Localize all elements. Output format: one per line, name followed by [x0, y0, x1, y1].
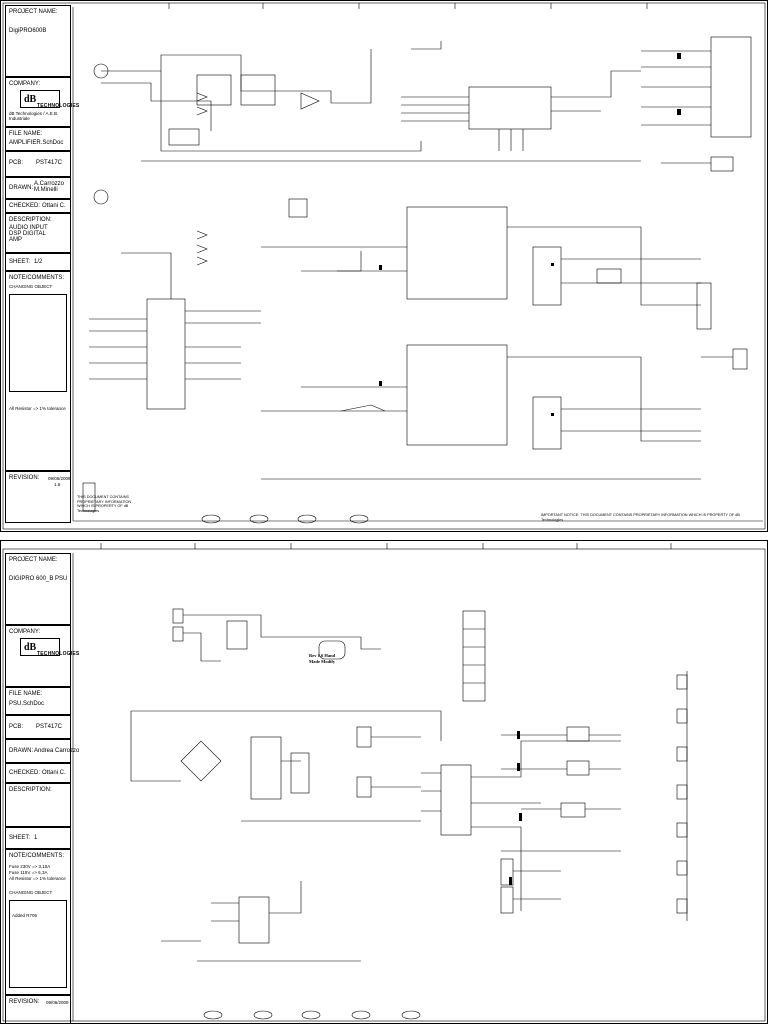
notes-label-psu: NOTE/COMMENTS:: [9, 853, 64, 859]
schematic-sheet-psu: PROJECT NAME: DIGIPRO 600_B PSU COMPANY:…: [0, 540, 768, 1024]
revision-cell-psu: REVISION: 09/06/2009: [5, 995, 71, 1023]
note-line-2: Fuse 115V => 6,3A: [9, 870, 48, 875]
checked-value-psu: Ottani C.: [42, 770, 66, 776]
description-cell: DESCRIPTION: AUDIO INPUT DSP DIGITAL AMP: [5, 213, 71, 253]
sheet-cell-psu: SHEET: 1: [5, 827, 71, 849]
revision-value: 1.6: [54, 482, 61, 487]
file-name: AMPLIFIER.SchDoc: [9, 140, 64, 146]
revision-date: 09/06/2009: [48, 476, 71, 481]
pcb-value-psu: PST417C: [36, 724, 63, 730]
pcb-label: PCB:: [9, 160, 24, 166]
drawn-label-psu: DRAWN:: [9, 748, 34, 754]
change-entry: Added R706: [12, 913, 38, 918]
pcb-value: PST417C: [36, 160, 63, 166]
revision-label: REVISION:: [9, 475, 40, 481]
project-label-psu: PROJECT NAME:: [9, 557, 58, 563]
checked-label-psu: CHECKED:: [9, 770, 41, 776]
changing-object-label: CHANGING OBJECT: [9, 284, 53, 289]
drawn-label: DRAWN:: [9, 185, 34, 191]
sheet-value: 1/2: [34, 259, 43, 265]
notes-label: NOTE/COMMENTS:: [9, 275, 64, 281]
amplifier-schematic-drawing: [2, 2, 766, 530]
pcb-cell: PCB: PST417C: [5, 151, 71, 177]
proprietary-notice-right: IMPORTANT NOTICE: THIS DOCUMENT CONTAINS…: [541, 513, 740, 522]
project-label: PROJECT NAME:: [9, 9, 58, 15]
file-label: FILE NAME:: [9, 131, 43, 137]
project-name-psu: DIGIPRO 600_B PSU: [9, 576, 68, 582]
description-value: AUDIO INPUT DSP DIGITAL AMP: [9, 225, 48, 243]
project-cell-psu: PROJECT NAME: DIGIPRO 600_B PSU: [5, 553, 71, 625]
checked-cell-psu: CHECKED: Ottani C.: [5, 763, 71, 783]
changes-box-psu: Added R706: [9, 900, 67, 988]
psu-schematic-drawing: [2, 543, 766, 1022]
checked-value: Ottani C.: [42, 203, 66, 209]
changing-object-label-psu: CHANGING OBJECT: [9, 890, 53, 895]
description-cell-psu: DESCRIPTION:: [5, 783, 71, 827]
drawn-cell-psu: DRAWN: Andrea Carrozzo: [5, 739, 80, 763]
sheet-label-psu: SHEET:: [9, 835, 31, 841]
checked-cell: CHECKED: Ottani C.: [5, 199, 71, 213]
project-name: DigiPRO600B: [9, 28, 47, 34]
rework-annotation: Rev 1.6 Hand Made Modify: [309, 653, 336, 664]
pcb-label-psu: PCB:: [9, 724, 24, 730]
revision-date-psu: 09/06/2009: [46, 1000, 69, 1005]
drawn-value: A.Carrozzo M.Minelli: [34, 181, 65, 193]
project-cell: PROJECT NAME: DigiPRO600B: [5, 5, 71, 77]
description-label: DESCRIPTION:: [9, 217, 52, 223]
pcb-cell-psu: PCB: PST417C: [5, 715, 71, 739]
file-name-psu: PSU.SchDoc: [9, 701, 45, 707]
sheet-label: SHEET:: [9, 259, 31, 265]
checked-label: CHECKED:: [9, 203, 41, 209]
notes-cell-psu: NOTE/COMMENTS: Fuse 230V => 3,15A Fuse 1…: [5, 849, 71, 995]
note-line-3: All Resistor => 1% tolerance: [9, 876, 66, 881]
file-cell-psu: FILE NAME: PSU.SchDoc: [5, 687, 71, 715]
company-label: COMPANY:: [9, 81, 41, 87]
file-label-psu: FILE NAME:: [9, 691, 43, 697]
description-label-psu: DESCRIPTION:: [9, 787, 52, 793]
changes-box: [9, 294, 67, 392]
resistor-note: All Resistor => 1% tolerance: [9, 406, 66, 411]
drawn-cell: DRAWN: A.Carrozzo M.Minelli: [5, 177, 71, 199]
file-cell: FILE NAME: AMPLIFIER.SchDoc: [5, 127, 71, 151]
notes-cell: NOTE/COMMENTS: CHANGING OBJECT All Resis…: [5, 271, 71, 471]
company-address: dB Technologies / A.E.B. Industriale: [9, 111, 59, 121]
sheet-cell: SHEET: 1/2: [5, 253, 71, 271]
company-label-psu: COMPANY:: [9, 629, 41, 635]
sheet-value-psu: 1: [34, 835, 38, 841]
drawn-value-psu: Andrea Carrozzo: [34, 748, 80, 754]
note-line-1: Fuse 230V => 3,15A: [9, 864, 51, 869]
proprietary-notice-left: THIS DOCUMENT CONTAINS PROPRIETARY INFOR…: [77, 495, 132, 513]
revision-label-psu: REVISION:: [9, 999, 40, 1005]
revision-cell: REVISION: 09/06/2009 1.6: [5, 471, 71, 523]
